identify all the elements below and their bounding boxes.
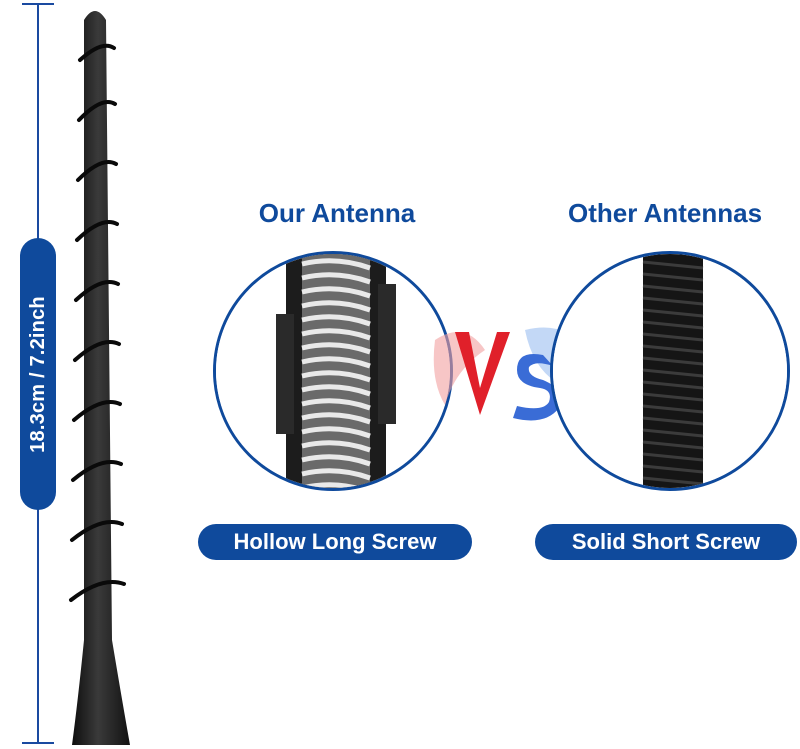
dimension-cap-bottom — [22, 742, 54, 744]
dimension-cap-top — [22, 3, 54, 5]
our-antenna-heading: Our Antenna — [258, 198, 416, 228]
antenna-image — [69, 11, 130, 745]
dimension-badge: 18.3cm / 7.2inch — [20, 238, 56, 510]
spring-screw-image — [213, 251, 453, 491]
other-antennas-heading: Other Antennas — [567, 198, 763, 228]
hollow-long-screw-label: Hollow Long Screw — [198, 524, 472, 560]
solid-short-screw-label: Solid Short Screw — [535, 524, 797, 560]
dimension-text: 18.3cm / 7.2inch — [26, 295, 49, 453]
solid-screw-image — [550, 251, 790, 491]
